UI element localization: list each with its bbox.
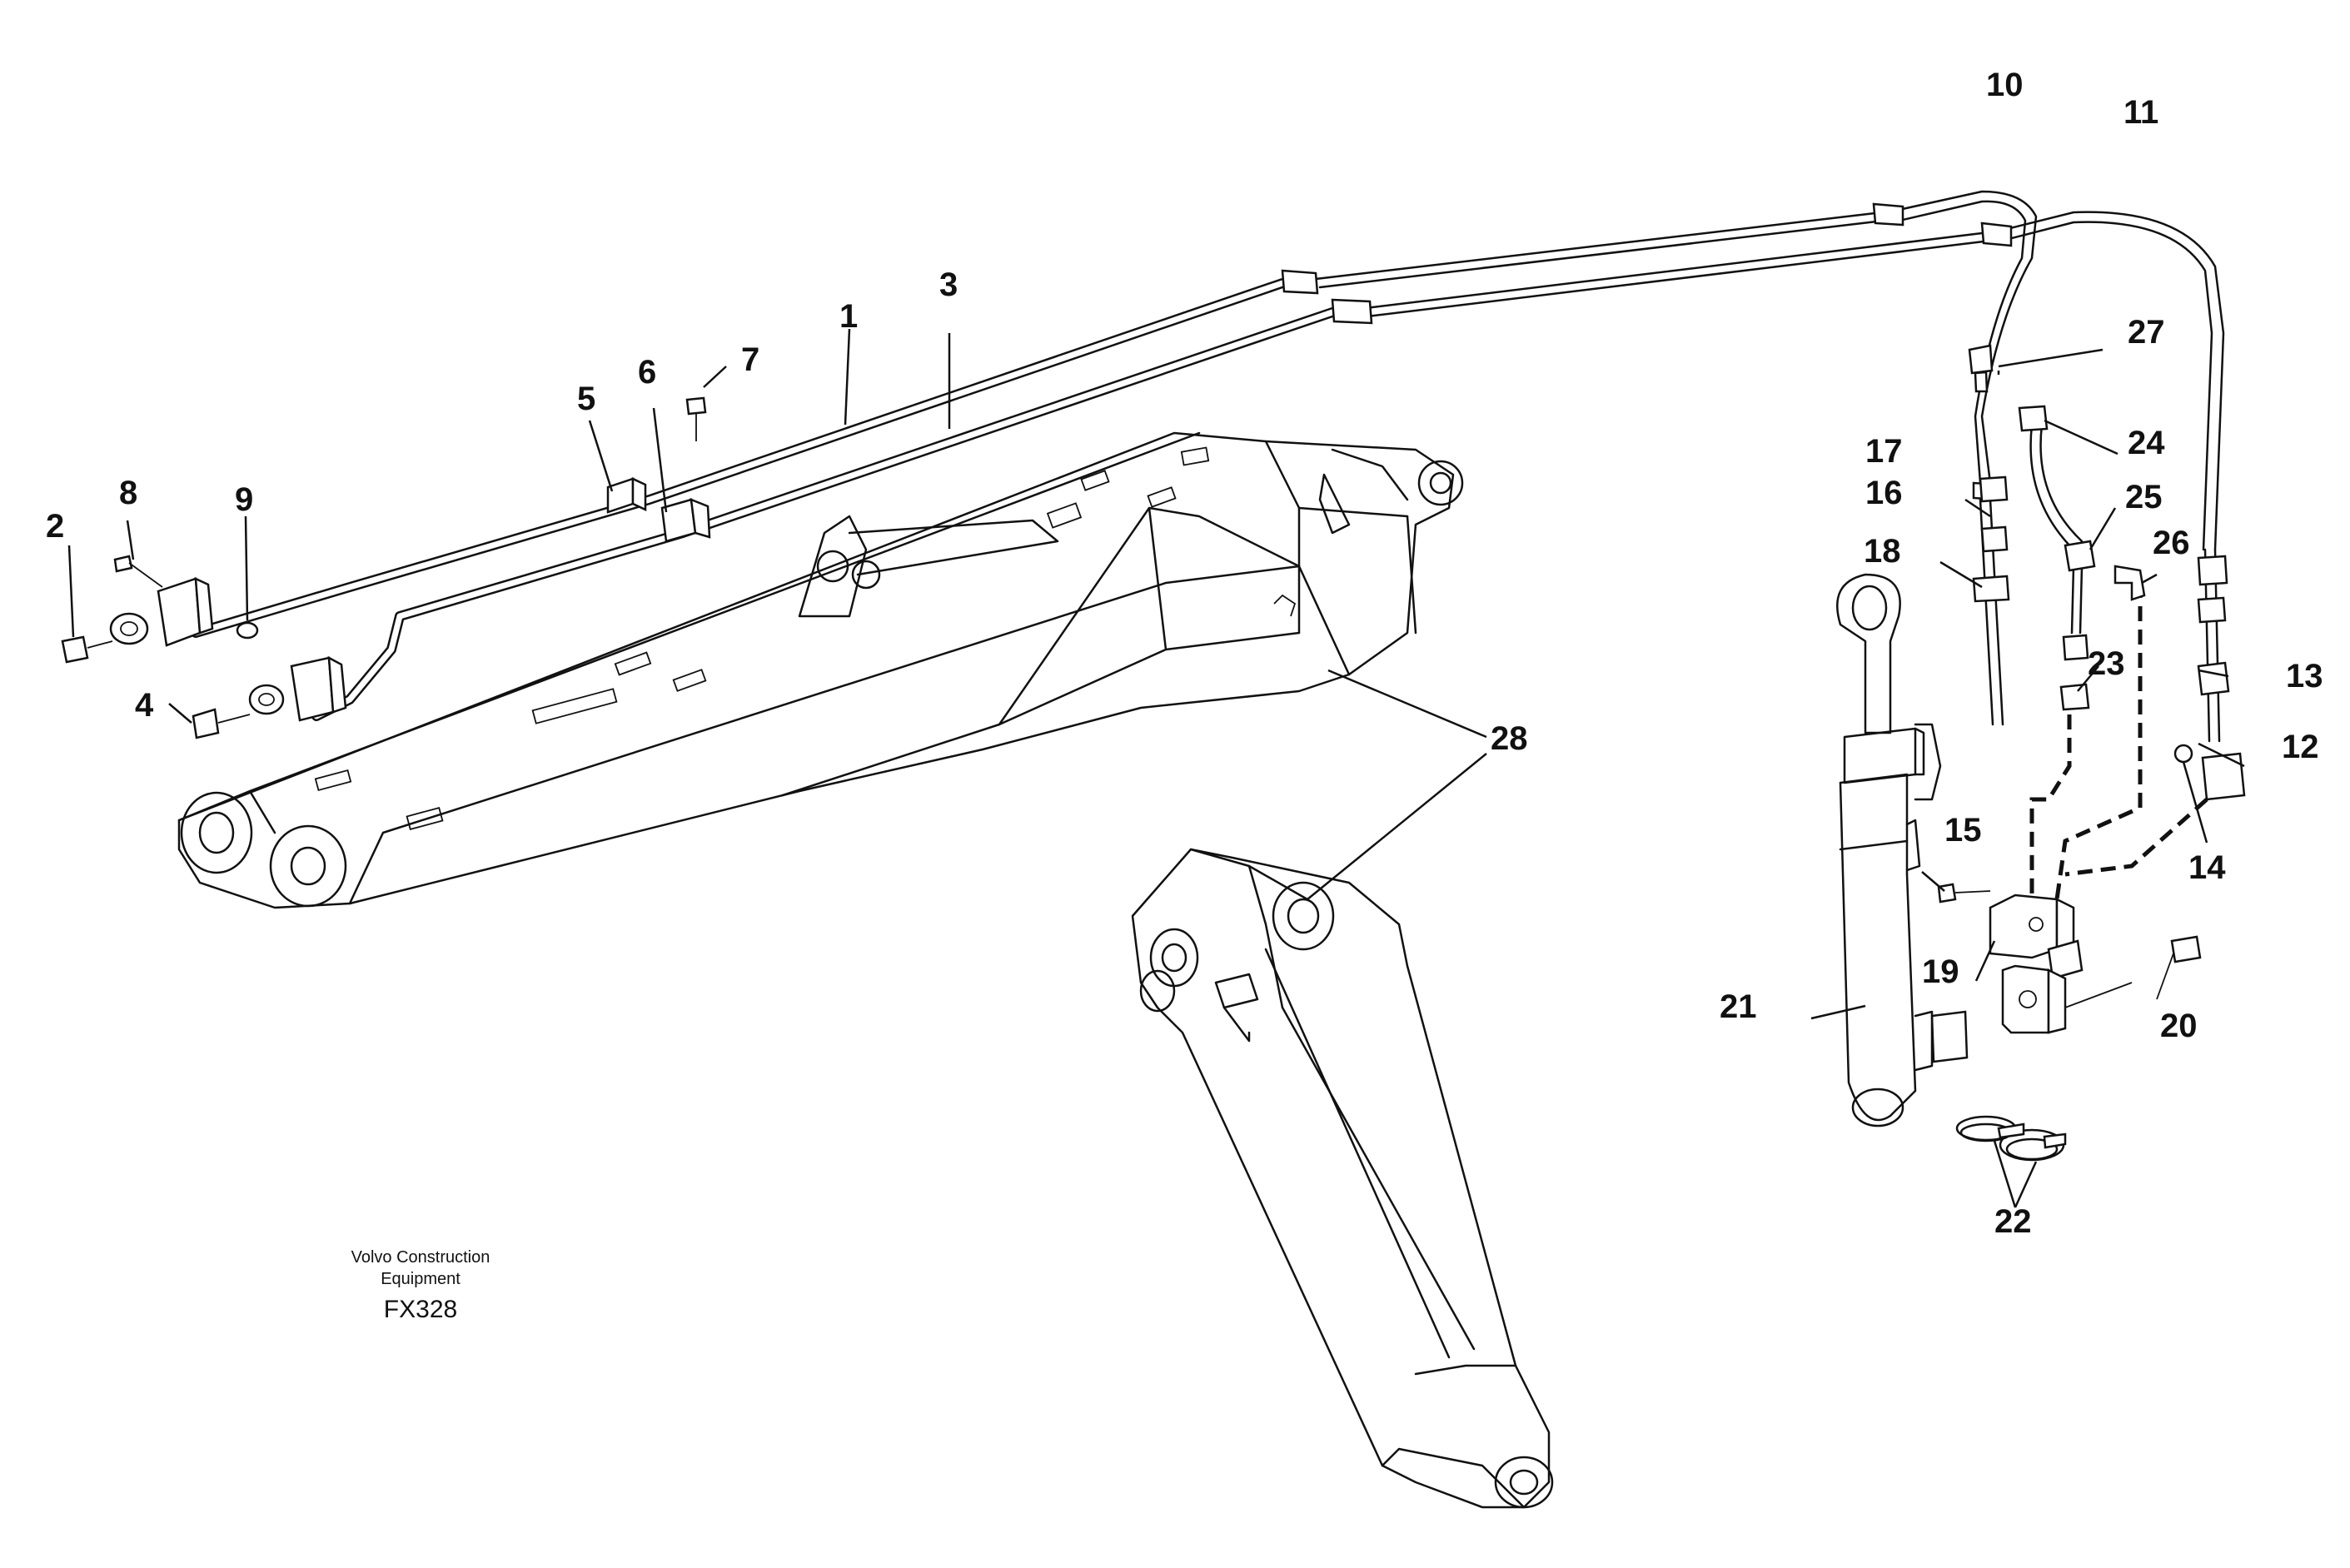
callout-28: 28 [1491,720,1528,757]
callout-7: 7 [741,341,759,378]
valve-block [1930,894,2133,1063]
callout-15: 15 [1944,812,1982,849]
callout-2: 2 [46,508,64,545]
caption-company-line2: Equipment [381,1270,461,1288]
callout-18: 18 [1864,533,1901,570]
callout-8: 8 [119,475,137,511]
callout-4: 4 [135,687,154,724]
callout-21: 21 [1720,988,1757,1025]
leader-lines [67,328,2245,1208]
boom [177,431,1464,909]
callout-26: 26 [2153,525,2190,561]
callout-25: 25 [2125,479,2163,515]
callout-17: 17 [1865,433,1903,470]
caption-figure-code: FX328 [384,1296,457,1323]
callout-16: 16 [1865,475,1903,511]
callout-22: 22 [1994,1203,2032,1240]
arm [1131,848,1554,1509]
fittings [61,344,2246,1000]
callout-6: 6 [638,354,656,391]
callout-3: 3 [939,266,958,303]
callout-19: 19 [1922,953,1959,990]
callout-5: 5 [577,381,595,417]
callout-12: 12 [2282,729,2319,765]
callout-10: 10 [1986,67,2024,103]
callout-24: 24 [2128,425,2165,461]
caption-company-line1: Volvo Construction [351,1248,490,1267]
callout-1: 1 [839,298,858,335]
callout-13: 13 [2286,658,2323,694]
callout-11: 11 [2123,94,2158,131]
clamps [1955,1115,2067,1162]
callout-23: 23 [2088,645,2125,682]
cylinder [1836,573,1942,1127]
callout-9: 9 [235,481,253,518]
callout-20: 20 [2160,1008,2198,1044]
hose-lines [191,190,2225,900]
caption-block: Volvo Construction Equipment FX328 [351,1248,490,1323]
callout-27: 27 [2128,314,2165,351]
callout-14: 14 [2188,849,2226,886]
callout-labels: 1 2 3 4 5 6 7 8 9 10 11 12 13 14 15 16 1… [46,67,2323,1240]
